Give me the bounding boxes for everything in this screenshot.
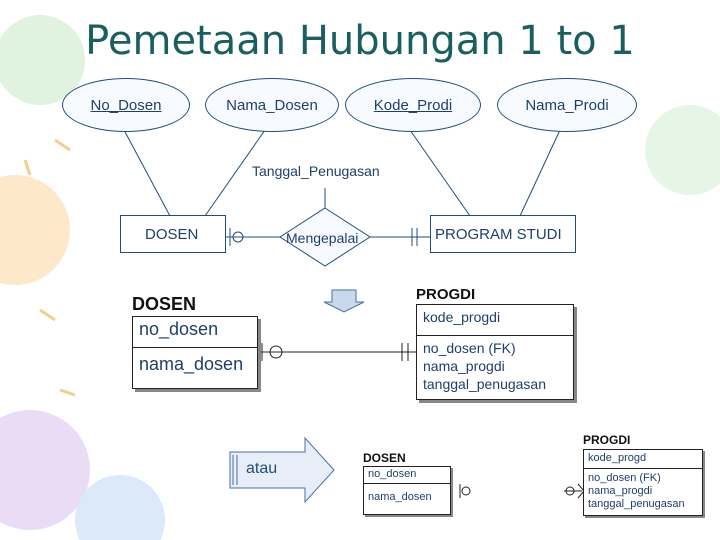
field-nama-dosen: nama_dosen bbox=[139, 354, 244, 374]
field-kode-progdi: kode_progdi bbox=[417, 305, 573, 336]
small-field-nama-dosen: nama_dosen bbox=[368, 491, 432, 503]
small-field-nama-progdi: nama_progdi bbox=[588, 485, 653, 497]
field-no-dosen-fk: no_dosen (FK) bbox=[423, 340, 516, 356]
attribute-nama-prodi: Nama_Prodi bbox=[497, 78, 637, 132]
small-field-tanggal-penugasan: tanggal_penugasan bbox=[588, 498, 685, 510]
alternative-label: atau bbox=[246, 460, 278, 477]
entity-dosen: DOSEN bbox=[120, 215, 226, 253]
attribute-kode-prodi: Kode_Prodi bbox=[345, 78, 481, 132]
table-title-progdi: PROGDI bbox=[416, 286, 476, 303]
down-arrow-icon bbox=[323, 289, 365, 313]
small-field-no-dosen-fk: no_dosen (FK) bbox=[588, 472, 661, 484]
attribute-nama-dosen: Nama_Dosen bbox=[205, 78, 339, 132]
field-nama-progdi: nama_progdi bbox=[423, 358, 505, 374]
table-dosen: no_dosen nama_dosen bbox=[132, 316, 258, 389]
progdi-fields-group: no_dosen (FK) nama_progdi tanggal_penuga… bbox=[417, 336, 573, 399]
small-table-title-progdi: PROGDI bbox=[583, 433, 631, 447]
slide-title: Pemetaan Hubungan 1 to 1 bbox=[85, 18, 635, 64]
small-progdi-fields-group: no_dosen (FK) nama_progdi tanggal_penuga… bbox=[584, 469, 702, 515]
small-table-dosen: no_dosen nama_dosen bbox=[363, 466, 451, 515]
entity-program-studi: PROGRAM STUDI bbox=[430, 215, 576, 253]
small-table-title-dosen: DOSEN bbox=[363, 451, 406, 465]
table-progdi: kode_progdi no_dosen (FK) nama_progdi ta… bbox=[416, 304, 574, 400]
table-title-dosen: DOSEN bbox=[132, 294, 197, 314]
field-tanggal-penugasan: tanggal_penugasan bbox=[423, 376, 547, 392]
small-field-no-dosen: no_dosen bbox=[364, 467, 450, 484]
small-field-kode-progdi: kode_progd bbox=[584, 450, 702, 469]
relationship-diamond bbox=[279, 207, 371, 267]
field-no-dosen: no_dosen bbox=[133, 317, 257, 348]
relationship-label: Mengepalai bbox=[286, 230, 359, 246]
small-table-progdi: kode_progd no_dosen (FK) nama_progdi tan… bbox=[583, 449, 703, 516]
attribute-no-dosen: No_Dosen bbox=[62, 78, 190, 132]
relationship-attribute-label: Tanggal_Penugasan bbox=[252, 163, 380, 179]
right-arrow-icon bbox=[229, 436, 335, 504]
